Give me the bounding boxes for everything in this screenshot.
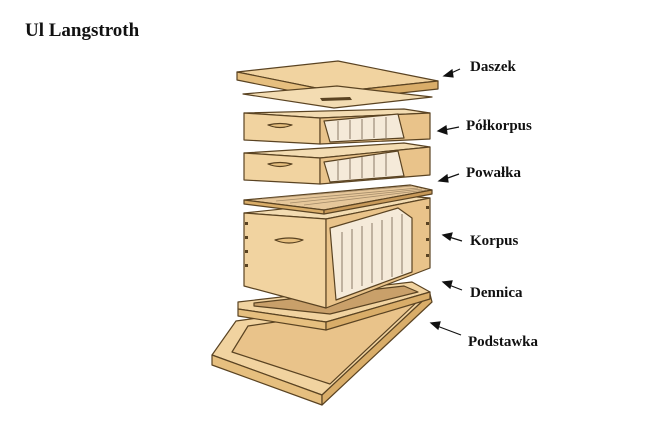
- arrow-podstawka: [429, 321, 462, 336]
- brood-box-part: [243, 195, 431, 309]
- arrow-korpus: [441, 232, 463, 242]
- lower-super-part: [243, 142, 431, 185]
- label-polkorpus: Półkorpus: [466, 118, 532, 134]
- roof-part: [236, 60, 439, 109]
- diagram-title: Ul Langstroth: [25, 20, 140, 41]
- label-powalka: Powałka: [466, 165, 522, 181]
- upper-super-part: [243, 108, 431, 145]
- arrow-powalka: [437, 173, 460, 183]
- label-dennica: Dennica: [470, 285, 523, 301]
- label-korpus: Korpus: [470, 233, 519, 249]
- label-daszek: Daszek: [470, 59, 516, 75]
- arrow-daszek: [442, 68, 461, 78]
- arrow-dennica: [441, 280, 463, 291]
- inner-cover-part: [243, 184, 433, 215]
- label-podstawka: Podstawka: [468, 334, 539, 350]
- arrow-polkorpus: [436, 124, 460, 135]
